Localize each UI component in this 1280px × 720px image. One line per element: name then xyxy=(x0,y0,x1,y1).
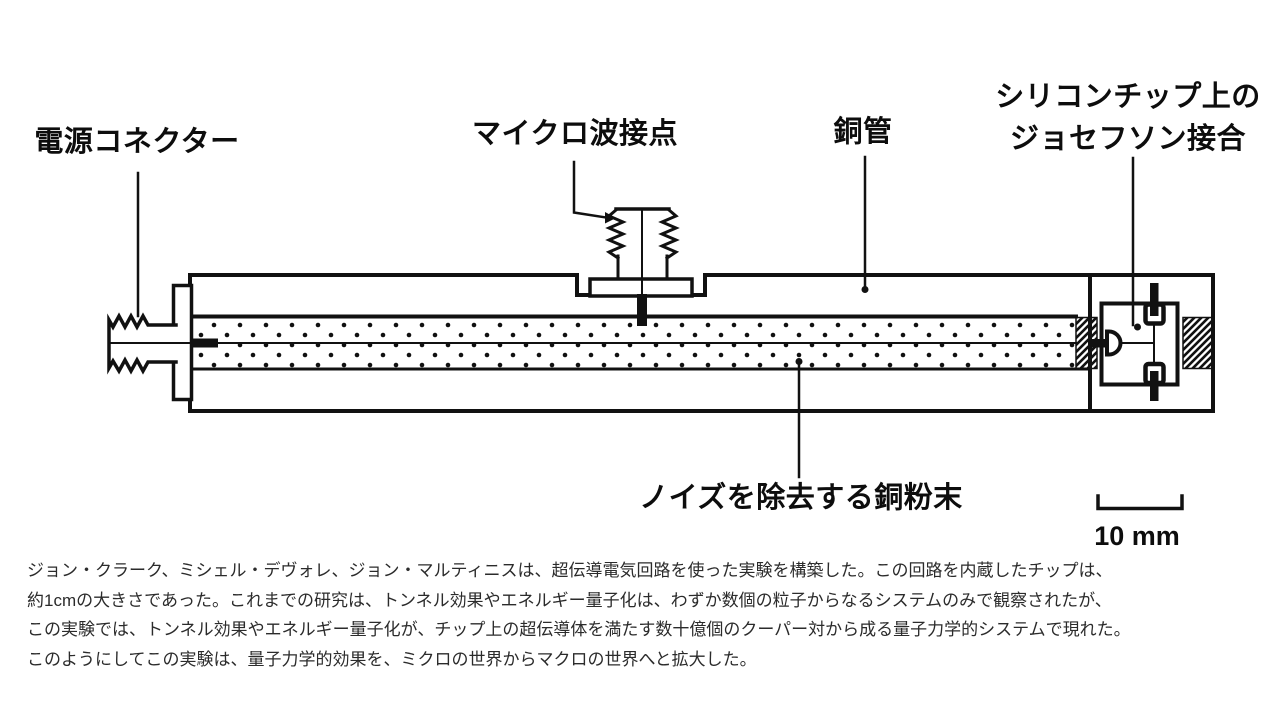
josephson-junction-label: シリコンチップ上の ジョセフソン接合 xyxy=(995,76,1261,160)
power-connector xyxy=(107,312,218,375)
caption-line-1: ジョン・クラーク、ミシェル・デヴォレ、ジョン・マルティニスは、超伝導電気回路を使… xyxy=(27,561,1113,580)
microwave-pointer xyxy=(572,160,608,219)
caption-paragraph: ジョン・クラーク、ミシェル・デヴォレ、ジョン・マルティニスは、超伝導電気回路を使… xyxy=(27,556,1257,674)
caption-line-3: この実験では、トンネル効果やエネルギー量子化が、チップ上の超伝導体を満たす数十億… xyxy=(27,620,1131,640)
caption-line-2: 約1cmの大きさであった。これまでの研究は、トンネル効果やエネルギー量子化は、わ… xyxy=(27,590,1112,610)
powder-pointer-dot xyxy=(795,358,803,365)
microwave-contact-label: マイクロ波接点 xyxy=(472,118,678,150)
microwave-pointer-arrow xyxy=(605,212,616,224)
microwave-connector xyxy=(588,207,694,326)
josephson-junction-label-line1: シリコンチップ上の xyxy=(995,81,1261,113)
josephson-junction-bottom xyxy=(1143,361,1166,401)
josephson-junction-top xyxy=(1143,283,1166,326)
scale-bar-label: 10 mm xyxy=(1094,521,1180,551)
caption-line-4: このようにしてこの実験は、量子力学的効果を、ミクロの世界からマクロの世界へと拡大… xyxy=(27,649,757,669)
chip-feedthrough xyxy=(1089,329,1123,357)
copper-powder-cavity xyxy=(190,314,1092,371)
pointer-lines xyxy=(136,155,1141,479)
chip-cell xyxy=(1075,275,1214,411)
josephson-junction-label-line2: ジョセフソン接合 xyxy=(1009,123,1247,155)
copper-powder-label: ノイズを除去する銅粉末 xyxy=(639,482,963,514)
power-connector-label: 電源コネクター xyxy=(34,126,240,158)
josephson-pointer-dot xyxy=(1134,323,1141,331)
scale-bar xyxy=(1096,494,1184,511)
copper-tube-label: 銅管 xyxy=(833,116,893,148)
tube-pointer-dot xyxy=(861,286,869,293)
